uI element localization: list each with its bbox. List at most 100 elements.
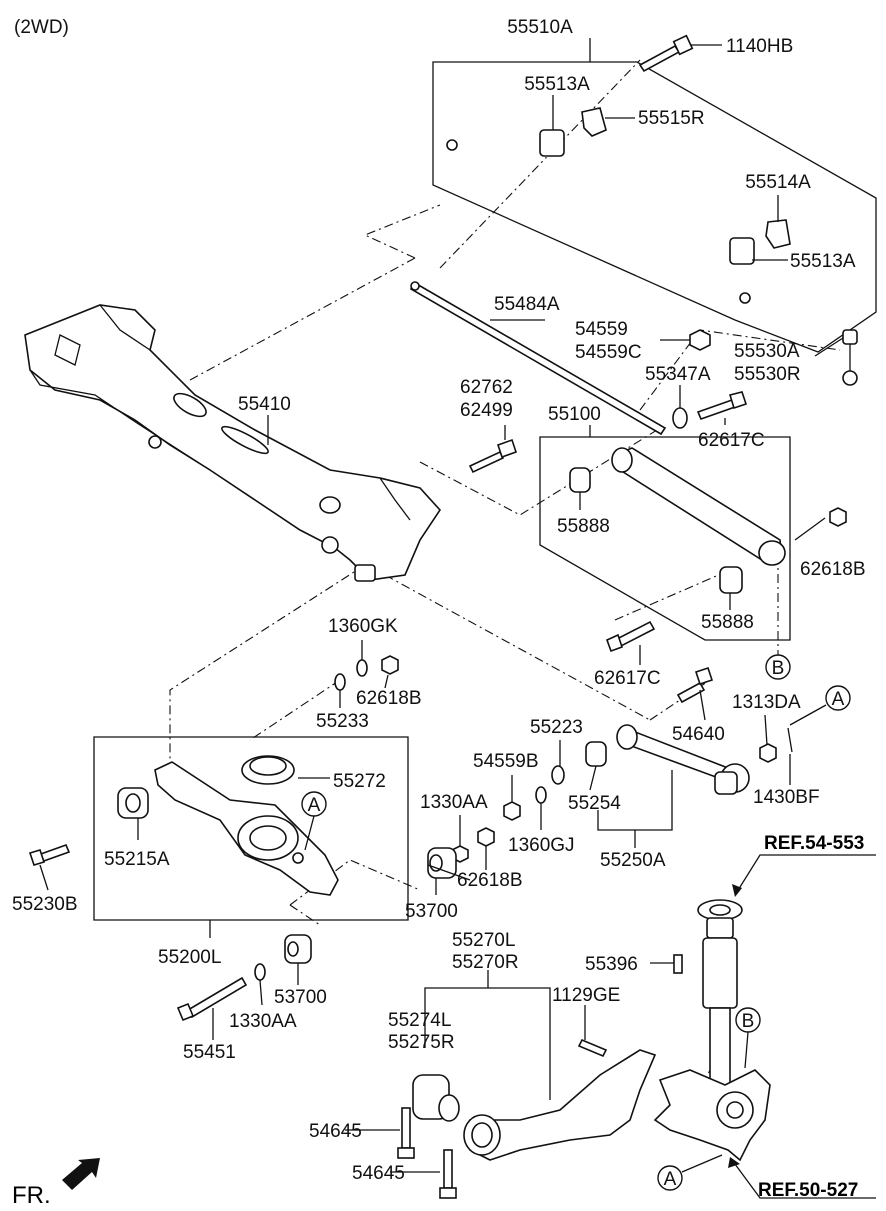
part-label-55270R: 55270R (452, 952, 519, 973)
part-label-1430BF: 1430BF (753, 787, 820, 808)
part-label-62617C-bottom: 62617C (594, 668, 661, 689)
part-label-62762: 62762 (460, 377, 513, 398)
part-label-54559B: 54559B (473, 751, 539, 772)
part-label-55513A-top: 55513A (524, 74, 590, 95)
spring-seat-55272 (241, 755, 295, 785)
part-label-1330AA-low: 1330AA (229, 1011, 297, 1032)
bolt-1140HB (638, 34, 694, 73)
rod-55484A (409, 281, 667, 436)
bolt-54645-a (397, 1107, 415, 1159)
part-label-55215A: 55215A (104, 849, 170, 870)
lateral-arm-group-box (539, 425, 791, 641)
part-label-62617C-top: 62617C (698, 430, 765, 451)
part-label-62499: 62499 (460, 400, 513, 421)
nut-54559B (503, 801, 521, 821)
bushing-55254 (585, 741, 607, 767)
washer-55347A (672, 407, 688, 429)
part-label-54645-b: 54645 (352, 1163, 405, 1184)
bolt-54640 (676, 666, 714, 704)
leader-lines (39, 44, 844, 1173)
ref-top-label: REF.54-553 (764, 833, 864, 854)
part-label-62618B-low: 62618B (457, 870, 523, 891)
lower-arm-group-box (93, 736, 409, 938)
part-label-55410: 55410 (238, 394, 291, 415)
ref-bottom-label: REF.50-527 (758, 1180, 858, 1201)
svg-text:A: A (308, 795, 321, 816)
part-label-1360GJ: 1360GJ (508, 835, 575, 856)
bolt-55451 (176, 976, 248, 1022)
washer-55233 (334, 673, 346, 691)
part-label-55888-bottom: 55888 (701, 612, 754, 633)
part-label-55484A: 55484A (494, 294, 560, 315)
trailing-arm-55270L (463, 1049, 657, 1161)
nut-54559 (689, 329, 711, 351)
part-label-55513A-right: 55513A (790, 251, 856, 272)
bushing-55888-top (569, 467, 591, 493)
part-label-55396: 55396 (585, 954, 638, 975)
part-label-55223: 55223 (530, 717, 583, 738)
part-label-54645-a: 54645 (309, 1121, 362, 1142)
link-55250A (616, 724, 750, 795)
stabilizer-bushing-right (729, 219, 791, 265)
washer-1360GJ (535, 786, 547, 804)
lower-arm-55200L (154, 761, 339, 896)
bolt-1129GE (577, 1038, 608, 1058)
bushing-55274L (412, 1074, 460, 1122)
part-label-55200L: 55200L (158, 947, 221, 968)
part-label-62618B-right: 62618B (800, 559, 866, 580)
variant-label: (2WD) (14, 17, 69, 38)
part-label-54640: 54640 (672, 724, 725, 745)
callout-B-top: B (765, 654, 791, 680)
part-label-55530R: 55530R (734, 364, 801, 385)
part-label-55451: 55451 (183, 1042, 236, 1063)
callout-B-bottom: B (735, 1007, 761, 1069)
nut-62618B-low (477, 827, 495, 847)
part-label-55272: 55272 (333, 771, 386, 792)
bolt-55230B (28, 843, 71, 866)
knuckle (653, 1069, 771, 1162)
part-label-1330AA-mid: 1330AA (420, 792, 488, 813)
part-label-1313DA: 1313DA (732, 692, 801, 713)
trailing-arm-group-bracket (424, 970, 551, 1100)
front-label: FR. (12, 1182, 51, 1209)
bolt-62762 (468, 438, 518, 474)
ref-top-arrow (732, 854, 876, 897)
bushing-53700-mid (427, 847, 457, 879)
part-label-55347A: 55347A (645, 364, 711, 385)
part-label-54559C: 54559C (575, 342, 642, 363)
bushing-55215A (117, 787, 149, 819)
part-label-55274L: 55274L (388, 1010, 451, 1031)
part-label-53700-mid: 53700 (405, 901, 458, 922)
crossmember-55410 (24, 304, 442, 582)
bushing-55888-bottom (719, 566, 743, 594)
callout-A-top: A (789, 685, 851, 726)
svg-text:A: A (832, 689, 845, 710)
part-label-55100: 55100 (548, 404, 601, 425)
part-label-55270L: 55270L (452, 930, 515, 951)
pin-1430BF (787, 727, 793, 753)
part-label-1360GK: 1360GK (328, 616, 398, 637)
washer-1360GK (356, 659, 368, 677)
nut-62618B-right (829, 507, 847, 527)
bolt-54645-b (439, 1149, 457, 1199)
lateral-arm-55100 (611, 447, 786, 566)
part-label-55275R: 55275R (388, 1032, 455, 1053)
shock-absorber (697, 899, 743, 1089)
washer-55223 (551, 765, 565, 785)
nut-62618B-mid (381, 655, 399, 675)
part-label-55530A: 55530A (734, 341, 800, 362)
svg-text:B: B (742, 1011, 755, 1032)
bolt-55396 (673, 954, 683, 974)
part-label-55514A: 55514A (745, 172, 811, 193)
link-group-bracket (597, 770, 673, 848)
part-label-55233: 55233 (316, 711, 369, 732)
nut-1313DA (759, 743, 777, 763)
nut-1330AA-low (254, 963, 266, 981)
callout-A-bottom: A (657, 1154, 723, 1191)
part-label-55250A: 55250A (600, 850, 666, 871)
part-label-55888-top: 55888 (557, 516, 610, 537)
part-label-55515R: 55515R (638, 108, 705, 129)
part-label-55254: 55254 (568, 793, 621, 814)
bushing-53700-low (284, 934, 312, 964)
